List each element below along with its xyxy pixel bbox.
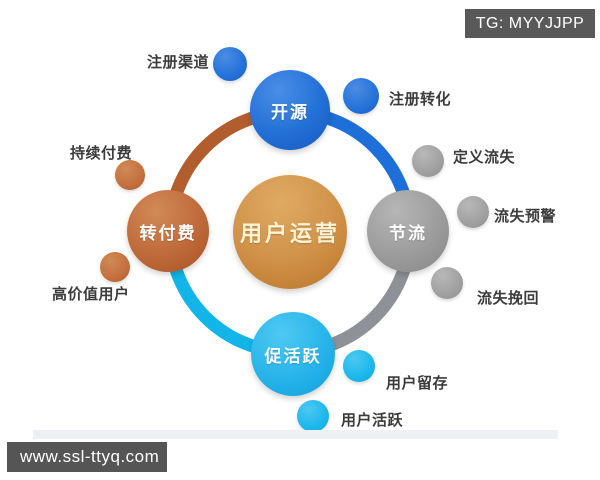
- satellite-dot-define-churn: [412, 145, 444, 177]
- site-watermark-badge: www.ssl-ttyq.com: [7, 442, 167, 472]
- satellite-label-registration-channel: 注册渠道: [147, 54, 210, 71]
- satellite-dot-high-value-user: [100, 252, 130, 282]
- satellite-dot-user-retention: [343, 350, 375, 382]
- satellite-label-churn-warning: 流失预警: [494, 208, 557, 225]
- satellite-dot-churn-recovery: [431, 267, 463, 299]
- satellite-label-define-churn: 定义流失: [453, 149, 516, 166]
- satellite-label-high-value-user: 高价值用户: [52, 286, 130, 303]
- satellite-dot-user-activity: [297, 400, 329, 432]
- node-convert-to-paid-label: 转付费: [139, 223, 197, 243]
- node-promote-activity: 促活跃: [251, 312, 335, 396]
- satellite-dot-registration-channel: [213, 47, 247, 81]
- node-throttling: 节流: [367, 190, 449, 272]
- node-convert-to-paid: 转付费: [127, 190, 209, 272]
- telegram-watermark-badge: TG: MYYJJPP: [465, 9, 595, 38]
- node-promote-activity-label: 促活跃: [264, 346, 322, 366]
- telegram-watermark-text: TG: MYYJJPP: [475, 14, 585, 32]
- satellite-label-churn-recovery: 流失挽回: [477, 290, 540, 307]
- satellite-label-user-activity: 用户活跃: [341, 412, 404, 429]
- node-user-operations-center: 用户运营: [233, 175, 347, 289]
- satellite-label-registration-conversion: 注册转化: [389, 91, 452, 108]
- satellite-dot-registration-conversion: [343, 78, 379, 114]
- bottom-divider-strip: [33, 430, 558, 439]
- satellite-label-user-retention: 用户留存: [386, 375, 449, 392]
- node-open-source: 开源: [250, 70, 330, 150]
- center-label: 用户运营: [239, 221, 340, 246]
- node-open-source-label: 开源: [271, 102, 309, 122]
- node-throttling-label: 节流: [389, 223, 427, 243]
- satellite-dot-churn-warning: [457, 196, 489, 228]
- satellite-dot-continuous-payment: [115, 160, 145, 190]
- satellite-label-continuous-payment: 持续付费: [70, 145, 133, 162]
- site-watermark-text: www.ssl-ttyq.com: [20, 447, 160, 466]
